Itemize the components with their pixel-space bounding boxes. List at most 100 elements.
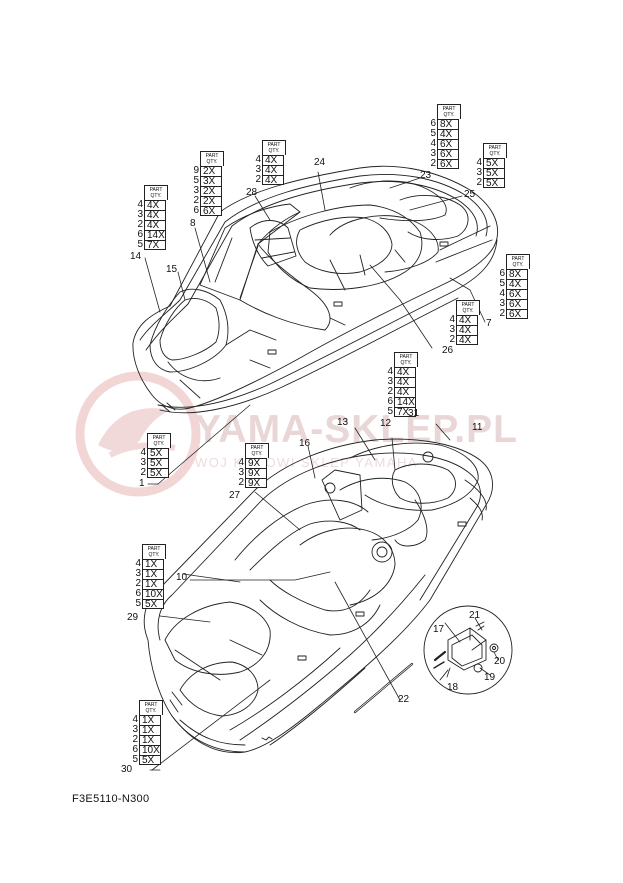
qty-header-qty: QTY. bbox=[150, 193, 162, 199]
callout-16: 16 bbox=[299, 438, 311, 449]
callout-26: 26 bbox=[442, 345, 454, 356]
callout-30: 30 bbox=[121, 764, 133, 775]
qty-header-qty: QTY. bbox=[206, 159, 218, 165]
qty-header-qty: QTY. bbox=[153, 441, 165, 447]
qty-header-part: PART bbox=[399, 354, 413, 360]
callout-19: 19 bbox=[484, 672, 496, 683]
callout-10: 10 bbox=[176, 572, 188, 583]
leader-lines bbox=[144, 171, 499, 771]
callout-23: 23 bbox=[420, 170, 432, 181]
qty-header-part: PART bbox=[147, 546, 161, 552]
qty-header-part: PART bbox=[442, 106, 456, 112]
callout-13: 13 bbox=[337, 417, 349, 428]
qty-header-qty: QTY. bbox=[268, 148, 280, 154]
callout-25: 25 bbox=[464, 189, 476, 200]
qty-header-part: PART bbox=[511, 256, 525, 262]
callout-20: 20 bbox=[494, 656, 506, 667]
qty-header-qty: QTY. bbox=[148, 552, 160, 558]
callout-11: 11 bbox=[472, 422, 483, 433]
qty-header-part: PART bbox=[267, 142, 281, 148]
callout-29: 29 bbox=[127, 612, 139, 623]
qty-header-qty: QTY. bbox=[400, 360, 412, 366]
callout-15: 15 bbox=[166, 264, 178, 275]
callout-17: 17 bbox=[433, 624, 445, 635]
qty-header-part: PART bbox=[144, 702, 158, 708]
callout-12: 12 bbox=[380, 418, 392, 429]
qty-header-qty: QTY. bbox=[462, 308, 474, 314]
callout-28: 28 bbox=[246, 187, 258, 198]
qty-header-qty: QTY. bbox=[443, 112, 455, 118]
qty-header-part: PART bbox=[250, 445, 264, 451]
callout-7: 7 bbox=[486, 318, 492, 329]
callout-24: 24 bbox=[314, 157, 326, 168]
callout-8: 8 bbox=[190, 218, 196, 229]
callout-18: 18 bbox=[447, 682, 459, 693]
qty-header-qty: QTY. bbox=[512, 262, 524, 268]
callout-22: 22 bbox=[398, 694, 410, 705]
callout-27: 27 bbox=[229, 490, 241, 501]
qty-header-qty: QTY. bbox=[251, 451, 263, 457]
inset-detail bbox=[423, 605, 513, 695]
qty-header-part: PART bbox=[152, 435, 166, 441]
qty-header-part: PART bbox=[205, 153, 219, 159]
qty-header-qty: QTY. bbox=[489, 151, 501, 157]
qty-header-part: PART bbox=[149, 187, 163, 193]
callout-21: 21 bbox=[469, 610, 481, 621]
callout-14: 14 bbox=[130, 251, 142, 262]
qty-header-part: PART bbox=[488, 145, 502, 151]
upper-boat-hull bbox=[132, 165, 499, 414]
qty-header-qty: QTY. bbox=[145, 708, 157, 714]
